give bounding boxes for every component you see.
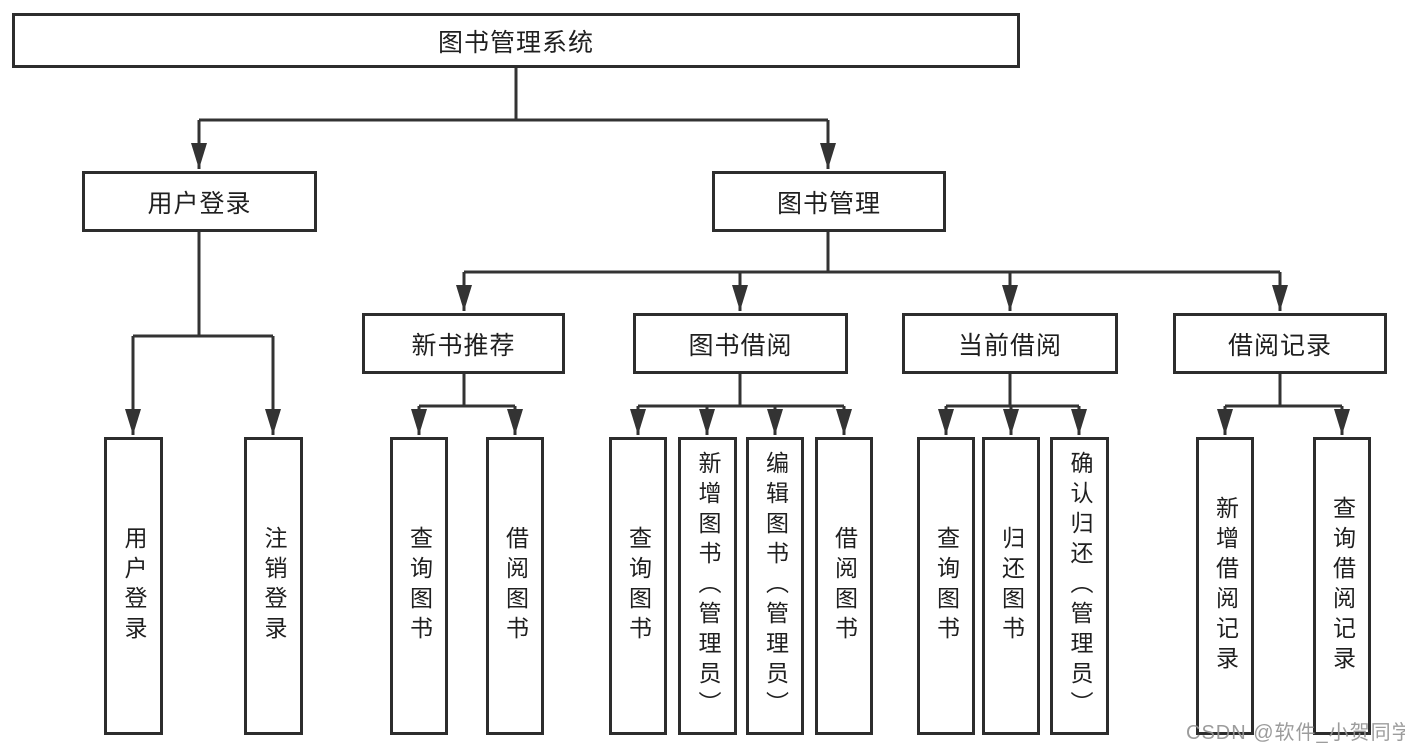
node-new-book-recommend: 新书推荐 [362,313,565,374]
leaf-label: 注销登录 [261,526,287,646]
leaf-query-books-recommend: 查询图书 [390,437,448,735]
node-user-login: 用户登录 [82,171,317,232]
leaf-query-borrow-record: 查询借阅记录 [1313,437,1371,735]
leaf-label: 新增借阅记录 [1212,496,1239,676]
leaf-label: 归还图书 [998,526,1025,646]
node-root-system: 图书管理系统 [12,13,1020,68]
leaf-return-books: 归还图书 [982,437,1040,735]
leaf-borrow-books: 借阅图书 [815,437,873,735]
leaf-label: 借阅图书 [502,526,529,646]
node-book-borrow: 图书借阅 [633,313,848,374]
node-book-management: 图书管理 [712,171,946,232]
leaf-edit-books-admin: 编辑图书（管理员） [746,437,804,735]
leaf-label: 借阅图书 [831,526,858,646]
leaf-label: 确认归还（管理员） [1067,451,1093,721]
leaf-label: 查询图书 [406,526,433,646]
csdn-watermark: CSDN @软件_小贺同学 [1186,722,1405,744]
leaf-confirm-return-admin: 确认归还（管理员） [1050,437,1109,735]
leaf-logout: 注销登录 [244,437,303,735]
leaf-label: 查询图书 [933,526,960,646]
leaf-query-books-borrow: 查询图书 [609,437,667,735]
leaf-query-books-current: 查询图书 [917,437,975,735]
node-current-borrow: 当前借阅 [902,313,1118,374]
leaf-add-borrow-record: 新增借阅记录 [1196,437,1254,735]
node-borrow-records: 借阅记录 [1173,313,1387,374]
leaf-label: 编辑图书（管理员） [762,451,789,721]
leaf-label: 用户登录 [121,526,147,646]
leaf-label: 查询借阅记录 [1329,496,1356,676]
leaf-borrow-books-recommend: 借阅图书 [486,437,544,735]
leaf-label: 新增图书（管理员） [695,451,721,721]
leaf-user-login: 用户登录 [104,437,163,735]
leaf-label: 查询图书 [625,526,652,646]
leaf-add-books-admin: 新增图书（管理员） [678,437,737,735]
